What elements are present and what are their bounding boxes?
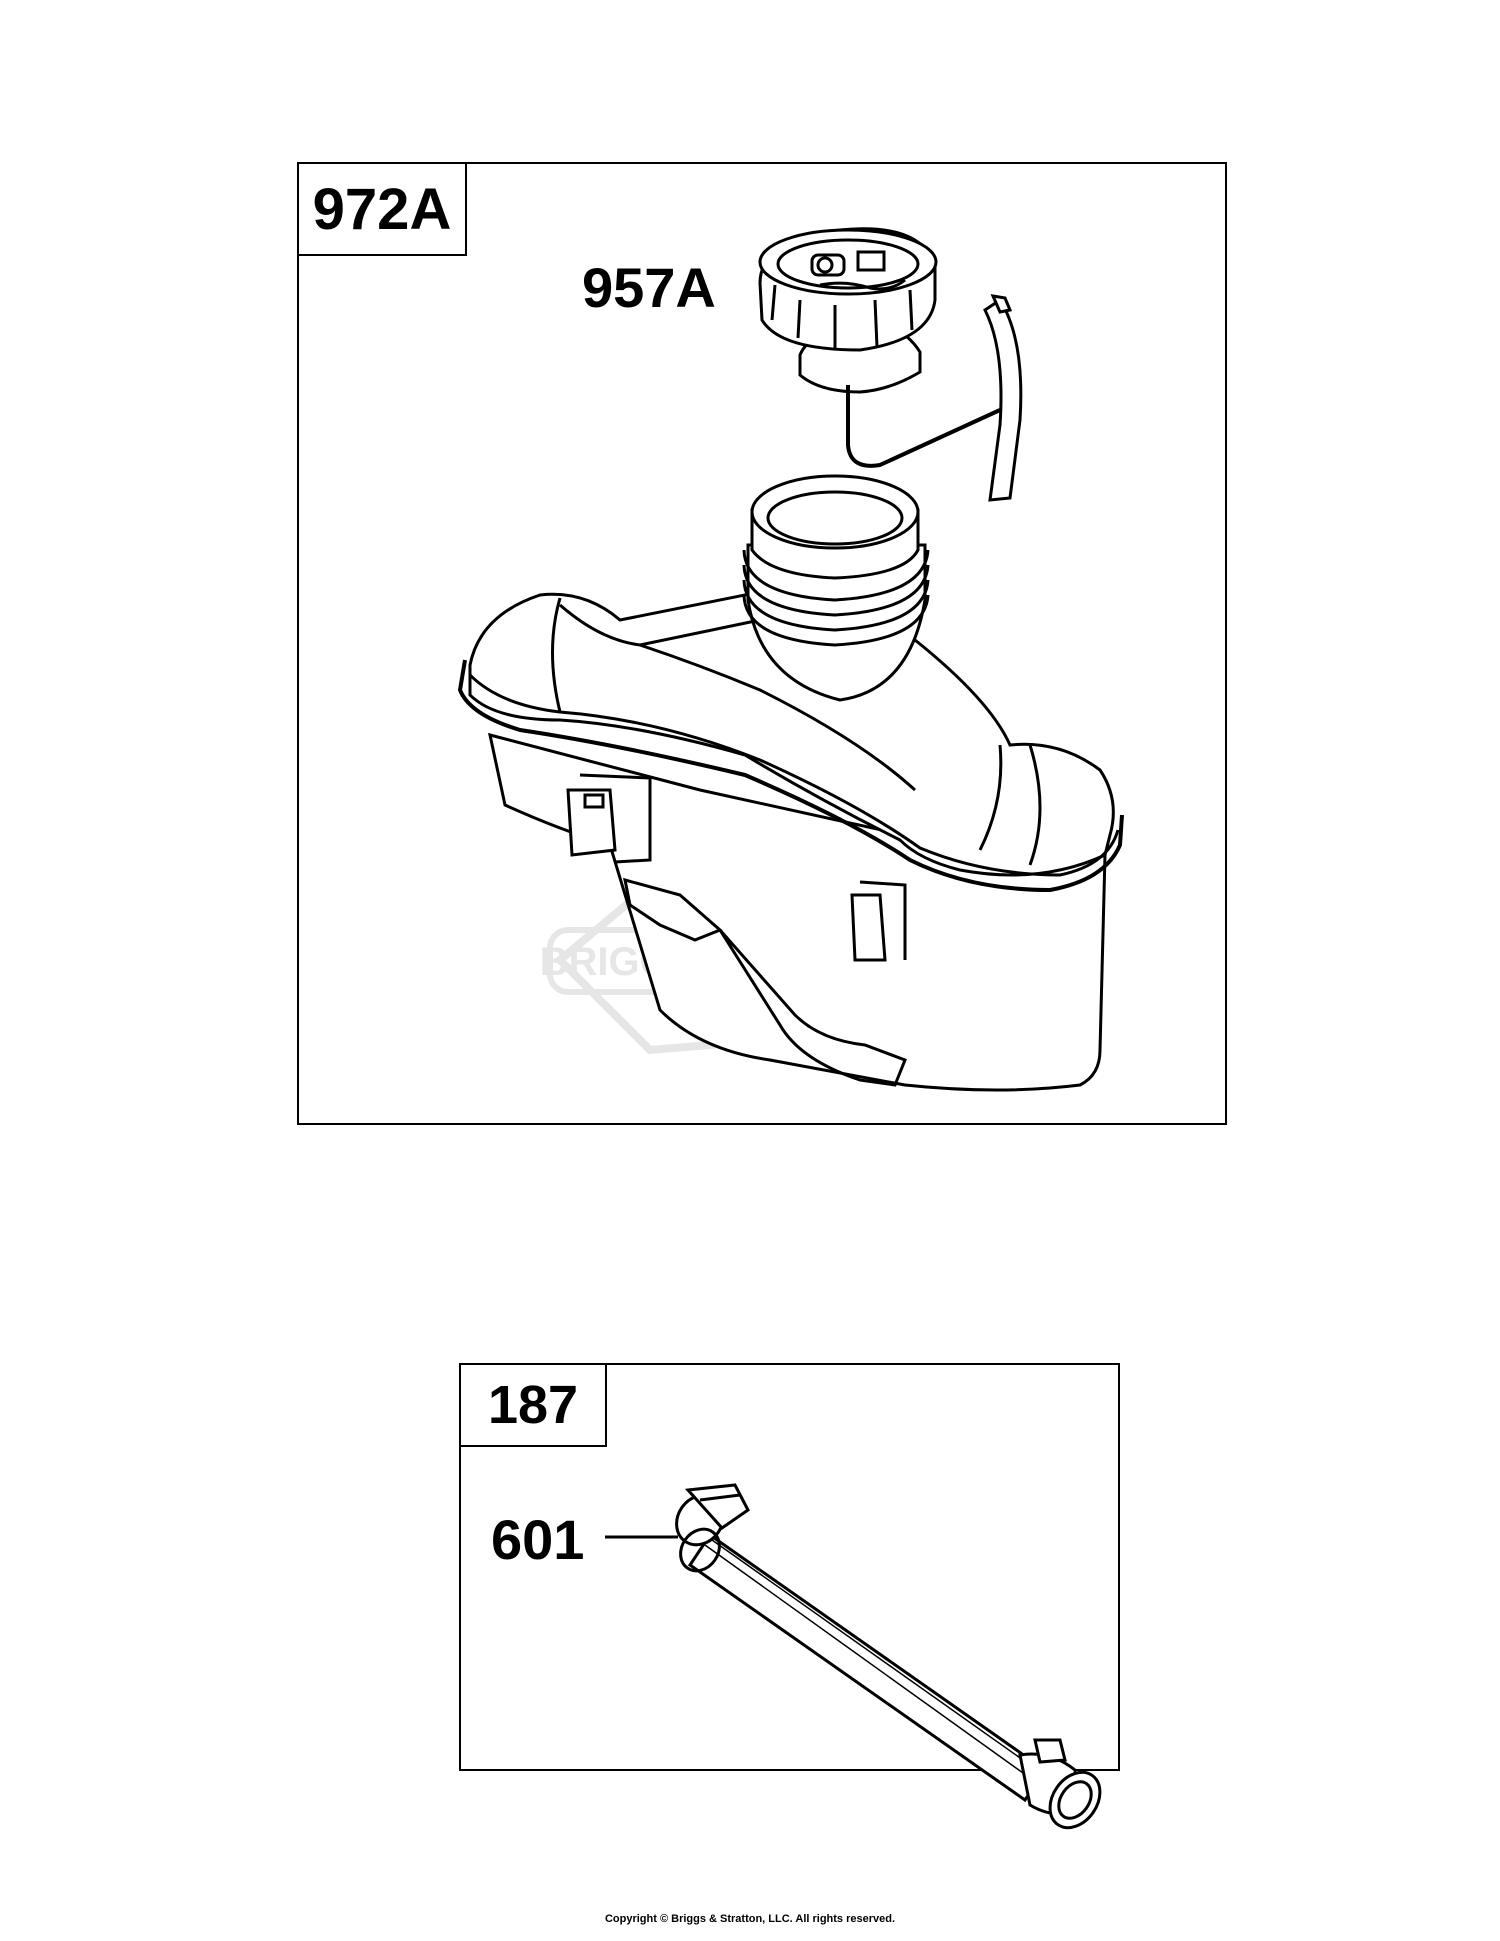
kit-number-label: 972A bbox=[299, 164, 467, 256]
fuel-hose-part bbox=[675, 1483, 1102, 1830]
kit-panel-187: 187 bbox=[459, 1363, 1120, 1771]
fuel-tank-part bbox=[457, 474, 1124, 1092]
kit-number-label: 187 bbox=[461, 1365, 607, 1447]
part-number-label-601: 601 bbox=[491, 1508, 585, 1571]
fuel-cap-part bbox=[758, 227, 1023, 502]
copyright-footer: Copyright © Briggs & Stratton, LLC. All … bbox=[604, 1913, 896, 1925]
part-number-label-957a: 957A bbox=[582, 256, 716, 319]
